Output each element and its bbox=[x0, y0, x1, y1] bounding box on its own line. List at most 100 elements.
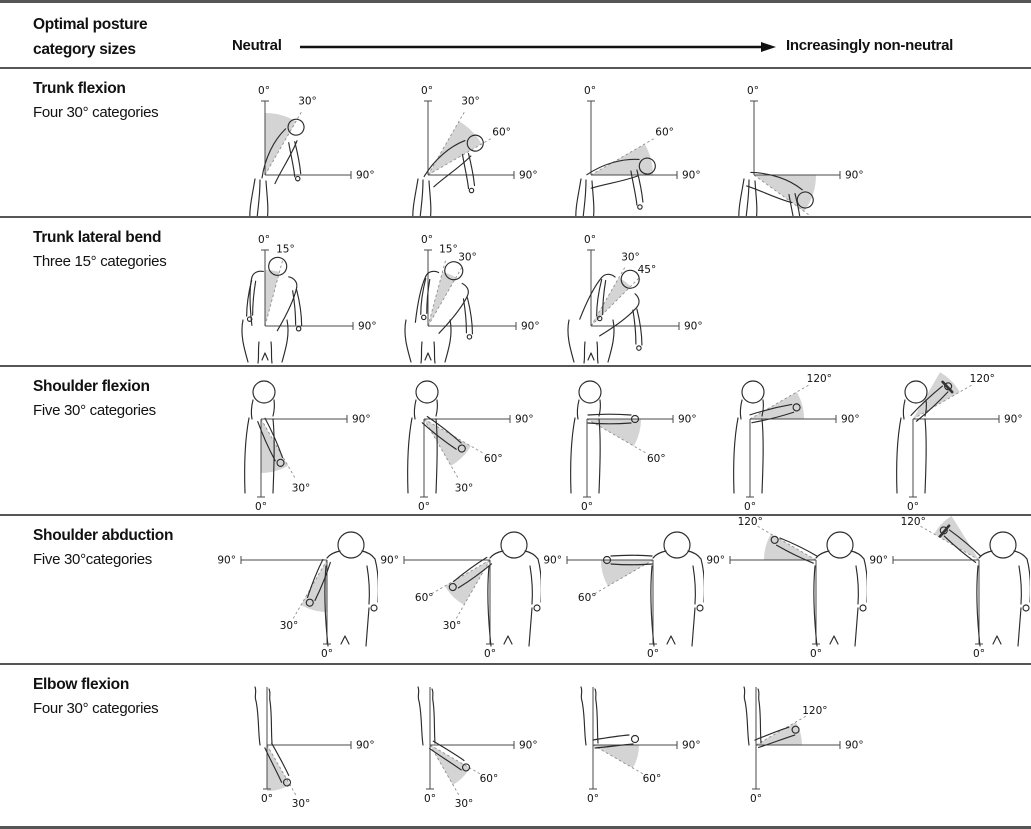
figures-trunk-flexion: 0° 30° 90° 0° 30° 60° 90° 0° 60° 90° 0° 90° bbox=[215, 69, 1030, 216]
angle-label: 60° bbox=[415, 592, 434, 604]
angle-label: 30° bbox=[461, 95, 480, 107]
angle-label: 0° bbox=[255, 501, 267, 513]
row-shoulder-abduction: Shoulder abduction Five 30°categories 0°… bbox=[0, 514, 1031, 663]
posture-figure: 0°30°60°90° bbox=[378, 367, 541, 514]
angle-label: 60° bbox=[643, 773, 662, 785]
posture-figure: 0°90°120° bbox=[704, 367, 867, 514]
angle-label: 90° bbox=[543, 555, 562, 567]
figures-shoulder-abduction: 0°30°90° 0°30°60°90° 0°60°90° 0°90°120° … bbox=[215, 516, 1030, 663]
page-title-line1: Optimal posture bbox=[33, 16, 148, 33]
row-label-trunk-lateral-bend: Trunk lateral bend Three 15° categories bbox=[0, 218, 215, 365]
posture-figure: 0°90°120° bbox=[704, 516, 867, 663]
non-neutral-label: Increasingly non-neutral bbox=[786, 37, 953, 54]
angle-label: 0° bbox=[258, 85, 270, 97]
rows-container: Trunk flexion Four 30° categories 0° 30° 9… bbox=[0, 67, 1031, 812]
angle-label: 0° bbox=[973, 648, 985, 660]
angle-label: 90° bbox=[682, 170, 701, 182]
angle-label: 30° bbox=[280, 620, 299, 632]
row-subtitle: Five 30° categories bbox=[33, 402, 156, 419]
figure-trunk-flexion-3: 0° 60° 90° bbox=[575, 85, 701, 216]
angle-label: 90° bbox=[845, 170, 864, 182]
row-title: Shoulder abduction bbox=[33, 527, 174, 544]
row-trunk-flexion: Trunk flexion Four 30° categories 0° 30° 9… bbox=[0, 67, 1031, 216]
figure-shoulder-abduction-5: 0°90°120° bbox=[869, 516, 1030, 660]
page-title: Optimal posture category sizes bbox=[33, 12, 148, 62]
figure-elbow-flexion-1: 0°30°90° bbox=[254, 686, 375, 810]
posture-figure: 0°30°90° bbox=[215, 516, 378, 663]
row-subtitle: Three 15° categories bbox=[33, 253, 167, 270]
angle-label: 120° bbox=[807, 373, 832, 385]
angle-label: 0° bbox=[321, 648, 333, 660]
row-elbow-flexion: Elbow flexion Four 30° categories 0°30°9… bbox=[0, 663, 1031, 812]
angle-label: 30° bbox=[292, 482, 311, 494]
angle-label: 90° bbox=[358, 321, 377, 333]
posture-figure: 0°15°90° bbox=[215, 218, 378, 365]
angle-label: 0° bbox=[907, 501, 919, 513]
posture-figure: 0°90°120° bbox=[704, 665, 867, 812]
figure-trunk-lateral-bend-1: 0°15°90° bbox=[241, 234, 377, 364]
posture-figure: 0°15°30°90° bbox=[378, 218, 541, 365]
angle-label: 90° bbox=[845, 740, 864, 752]
figure-elbow-flexion-3: 0°60°90° bbox=[580, 686, 701, 805]
angle-label: 30° bbox=[443, 620, 462, 632]
angle-label: 45° bbox=[638, 264, 657, 276]
angle-label: 30° bbox=[455, 798, 474, 810]
posture-figure: 0°60°90° bbox=[541, 367, 704, 514]
posture-figure: 0° 90° bbox=[704, 69, 867, 216]
angle-label: 60° bbox=[480, 773, 499, 785]
angle-label: 60° bbox=[655, 127, 674, 139]
angle-label: 90° bbox=[519, 170, 538, 182]
posture-figure: 0°30°60°90° bbox=[378, 69, 541, 216]
posture-figure: 0° 30° 90° bbox=[215, 69, 378, 216]
angle-label: 30° bbox=[298, 95, 317, 107]
angle-label: 0° bbox=[584, 234, 596, 246]
figure-shoulder-abduction-4: 0°90°120° bbox=[706, 516, 867, 660]
angle-label: 90° bbox=[684, 321, 703, 333]
header: Optimal posture category sizes Neutral I… bbox=[0, 3, 1031, 67]
angle-label: 0° bbox=[581, 501, 593, 513]
angle-label: 60° bbox=[484, 453, 503, 465]
angle-label: 90° bbox=[515, 414, 534, 426]
angle-label: 90° bbox=[1004, 414, 1023, 426]
row-label-elbow-flexion: Elbow flexion Four 30° categories bbox=[0, 665, 215, 812]
posture-figure: 0°30°60°90° bbox=[378, 665, 541, 812]
row-label-trunk-flexion: Trunk flexion Four 30° categories bbox=[0, 69, 215, 216]
angle-label: 60° bbox=[492, 127, 511, 139]
row-title: Elbow flexion bbox=[33, 676, 129, 693]
row-subtitle: Five 30°categories bbox=[33, 551, 152, 568]
figure-shoulder-flexion-2: 0°30°60°90° bbox=[407, 380, 534, 513]
angle-label: 90° bbox=[841, 414, 860, 426]
posture-figure: 0°90°120° bbox=[867, 367, 1030, 514]
angle-label: 0° bbox=[484, 648, 496, 660]
angle-label: 60° bbox=[578, 592, 597, 604]
angle-label: 0° bbox=[421, 234, 433, 246]
figures-elbow-flexion: 0°30°90° 0°30°60°90° 0°60°90° 0°90°120° bbox=[215, 665, 1030, 812]
figures-trunk-lateral-bend: 0°15°90° 0°15°30°90° 0°30°45°90° bbox=[215, 218, 1030, 365]
figure-trunk-flexion-1: 0° 30° 90° bbox=[249, 85, 375, 216]
angle-label: 30° bbox=[292, 798, 311, 810]
arrow-icon bbox=[300, 42, 776, 52]
posture-figure: 0°30°45°90° bbox=[541, 218, 704, 365]
row-title: Shoulder flexion bbox=[33, 378, 150, 395]
posture-figure: 0°30°90° bbox=[215, 367, 378, 514]
angle-label: 0° bbox=[424, 793, 436, 805]
angle-label: 0° bbox=[747, 85, 759, 97]
angle-label: 0° bbox=[584, 85, 596, 97]
angle-label: 90° bbox=[356, 170, 375, 182]
row-label-shoulder-flexion: Shoulder flexion Five 30° categories bbox=[0, 367, 215, 514]
figure-trunk-lateral-bend-2: 0°15°30°90° bbox=[404, 234, 540, 364]
angle-label: 0° bbox=[258, 234, 270, 246]
figure-shoulder-flexion-4: 0°90°120° bbox=[733, 373, 860, 513]
figure-elbow-flexion-4: 0°90°120° bbox=[743, 686, 864, 805]
angle-label: 90° bbox=[521, 321, 540, 333]
posture-figure: 0°60°90° bbox=[541, 516, 704, 663]
figure-shoulder-flexion-3: 0°60°90° bbox=[570, 380, 697, 513]
figure-trunk-flexion-2: 0°30°60°90° bbox=[412, 85, 538, 216]
angle-label: 0° bbox=[750, 793, 762, 805]
angle-label: 15° bbox=[439, 244, 458, 256]
angle-label: 0° bbox=[810, 648, 822, 660]
angle-label: 90° bbox=[869, 555, 888, 567]
figure-shoulder-flexion-5: 0°90°120° bbox=[896, 372, 1023, 513]
neutral-label: Neutral bbox=[232, 37, 282, 54]
angle-label: 120° bbox=[738, 516, 763, 528]
